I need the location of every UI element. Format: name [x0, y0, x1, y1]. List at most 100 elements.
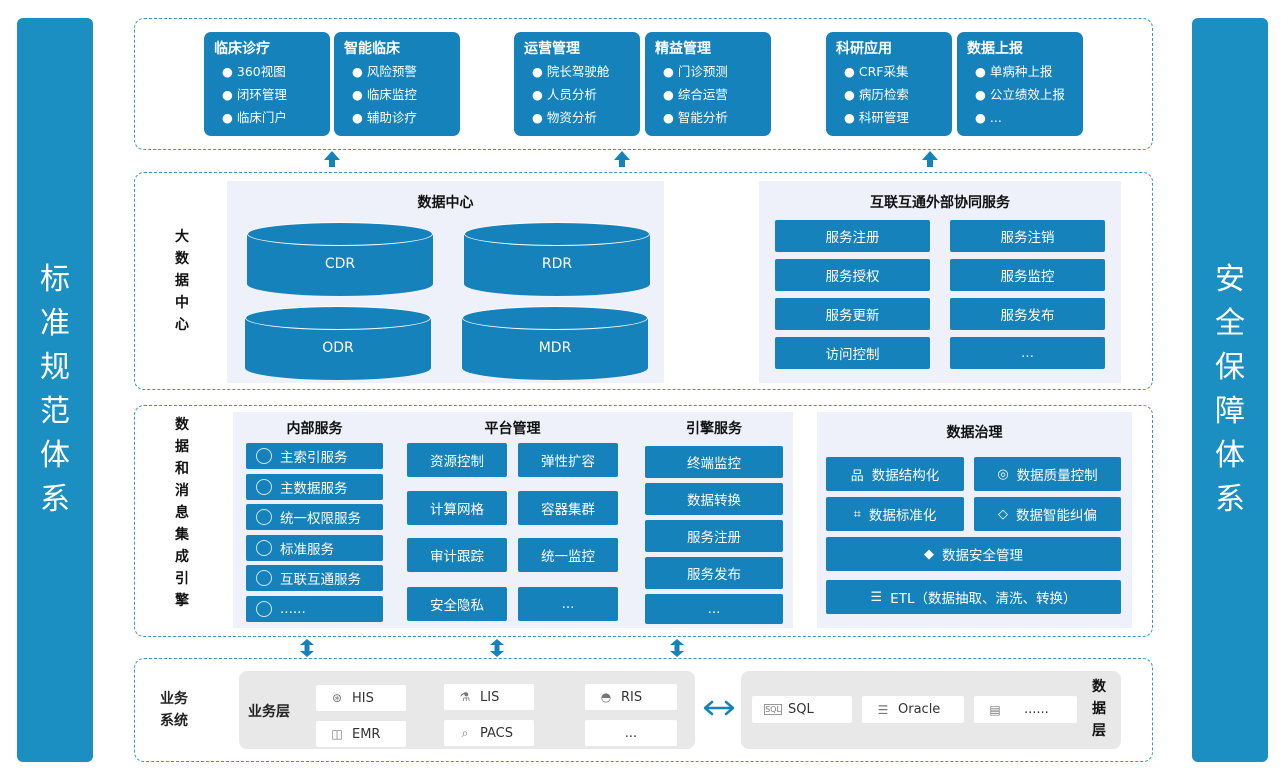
- app-item: ● 临床门户: [222, 110, 287, 125]
- system-more[interactable]: ...: [585, 720, 677, 746]
- permission-icon: [256, 509, 272, 525]
- app-title: 精益管理: [655, 41, 711, 57]
- ext-service-button[interactable]: ...: [950, 337, 1105, 369]
- engine-button[interactable]: ...: [645, 594, 783, 624]
- bigdata-layer: [134, 172, 1153, 390]
- up-arrow-icon: [324, 151, 340, 160]
- label-char: 擎: [175, 593, 189, 609]
- app-title: 智能临床: [344, 41, 400, 57]
- button-label: 标准服务: [280, 542, 334, 558]
- platform-title: 平台管理: [484, 421, 541, 437]
- internal-service-button[interactable]: 统一权限服务: [246, 504, 383, 530]
- label-char: 数: [175, 251, 189, 267]
- label-char: 数: [175, 417, 189, 433]
- label-char: 数: [1092, 679, 1106, 695]
- system-his[interactable]: ⊛HIS: [316, 685, 406, 711]
- business-layer-label: 业务层: [248, 704, 290, 720]
- ext-service-button[interactable]: 服务注销: [950, 220, 1105, 252]
- engine-button[interactable]: 服务发布: [645, 557, 783, 589]
- app-smart-clinical: 智能临床 ● 风险预警 ● 临床监控 ● 辅助诊疗: [334, 32, 460, 136]
- app-item: ● 公立绩效上报: [975, 87, 1065, 102]
- ext-service-button[interactable]: 访问控制: [775, 337, 930, 369]
- integration-label: 数 据 和 消 息 集 成 引 擎: [173, 414, 191, 612]
- more-icon: [256, 601, 272, 617]
- internal-service-button[interactable]: ......: [246, 596, 383, 622]
- system-pacs[interactable]: ⌕ PACS: [444, 720, 534, 746]
- engine-button[interactable]: 服务注册: [645, 520, 783, 552]
- db-label: ......: [1024, 702, 1049, 717]
- app-item: ● 闭环管理: [222, 87, 287, 102]
- search-icon: ⌕: [461, 725, 469, 740]
- cdr-database-icon: CDR: [247, 222, 433, 296]
- platform-button[interactable]: 统一监控: [518, 538, 618, 572]
- updown-arrow-icon: [670, 639, 684, 657]
- platform-button[interactable]: 审计跟踪: [407, 538, 507, 572]
- system-lis[interactable]: ⚗ LIS: [444, 684, 534, 710]
- list-icon: ▤: [989, 702, 1001, 717]
- etl-button[interactable]: ☰ETL（数据抽取、清洗、转换）: [826, 580, 1121, 614]
- button-label: 数据质量控制: [1016, 468, 1098, 484]
- cylinder-label: ODR: [322, 340, 354, 356]
- interconnect-icon: [256, 570, 272, 586]
- db-oracle[interactable]: ☰Oracle: [862, 696, 964, 723]
- ext-service-button[interactable]: 服务更新: [775, 298, 930, 330]
- platform-button[interactable]: 弹性扩容: [518, 443, 618, 477]
- db-label: Oracle: [898, 702, 941, 717]
- app-item: ● 科研管理: [844, 110, 909, 125]
- up-arrow-icon: [922, 151, 938, 160]
- governance-button[interactable]: ⌗数据标准化: [826, 497, 964, 531]
- sidebar-char: 标: [40, 262, 70, 297]
- button-label: ETL（数据抽取、清洗、转换）: [890, 591, 1077, 607]
- his-icon: ⊛: [331, 691, 343, 705]
- internal-service-button[interactable]: 标准服务: [246, 535, 383, 561]
- platform-button[interactable]: 安全隐私: [407, 587, 507, 621]
- platform-button[interactable]: 资源控制: [407, 443, 507, 477]
- sidebar-char: 全: [1215, 306, 1245, 341]
- db-label: SQL: [788, 702, 814, 717]
- system-emr[interactable]: ◫EMR: [316, 721, 406, 747]
- flask-icon: ⚗: [459, 690, 471, 704]
- label-char: 大: [175, 229, 189, 245]
- updown-arrow-icon: [490, 639, 504, 657]
- sidebar-char: 系: [40, 482, 70, 517]
- app-item: ● ...: [975, 110, 1002, 125]
- master-index-icon: [256, 448, 272, 464]
- system-ris[interactable]: ◓RIS: [585, 684, 677, 710]
- label-char: 集: [175, 527, 189, 543]
- button-label: 数据结构化: [871, 468, 940, 484]
- label-char: 和: [175, 461, 189, 477]
- ext-service-button[interactable]: 服务发布: [950, 298, 1105, 330]
- governance-button[interactable]: 品数据结构化: [826, 457, 964, 491]
- sidebar-char: 规: [40, 350, 70, 385]
- internal-service-button[interactable]: 主数据服务: [246, 474, 383, 500]
- platform-button[interactable]: ...: [518, 587, 618, 621]
- app-item: ● 人员分析: [532, 87, 597, 102]
- engine-button[interactable]: 终端监控: [645, 446, 783, 478]
- internal-service-button[interactable]: 主索引服务: [246, 443, 383, 469]
- ext-service-button[interactable]: 服务监控: [950, 259, 1105, 291]
- system-label: LIS: [480, 689, 500, 705]
- app-item: ● 病历检索: [844, 87, 909, 102]
- platform-button[interactable]: 容器集群: [518, 491, 618, 525]
- external-services-title: 互联互通外部协同服务: [870, 195, 1010, 211]
- db-more[interactable]: ▤......: [974, 696, 1077, 723]
- app-research: 科研应用 ● CRF采集 ● 病历检索 ● 科研管理: [826, 32, 952, 136]
- cylinder-label: RDR: [541, 256, 573, 272]
- governance-button[interactable]: ◎数据质量控制: [974, 457, 1121, 491]
- security-mgmt-button[interactable]: ◆数据安全管理: [826, 537, 1121, 571]
- platform-button[interactable]: 计算网格: [407, 491, 507, 525]
- governance-title: 数据治理: [946, 425, 1003, 441]
- sidebar-char: 准: [40, 306, 70, 341]
- system-label: RIS: [621, 689, 643, 705]
- internal-service-button[interactable]: 互联互通服务: [246, 565, 383, 591]
- sidebar-char: 安: [1215, 262, 1245, 297]
- ext-service-button[interactable]: 服务注册: [775, 220, 930, 252]
- app-operations: 运营管理 ● 院长驾驶舱 ● 人员分析 ● 物资分析: [514, 32, 640, 136]
- system-label: PACS: [480, 725, 514, 741]
- label-char: 据: [1092, 701, 1106, 717]
- engine-button[interactable]: 数据转换: [645, 483, 783, 515]
- ext-service-button[interactable]: 服务授权: [775, 259, 930, 291]
- governance-button[interactable]: ◇数据智能纠偏: [974, 497, 1121, 531]
- label-line: 系统: [160, 713, 188, 729]
